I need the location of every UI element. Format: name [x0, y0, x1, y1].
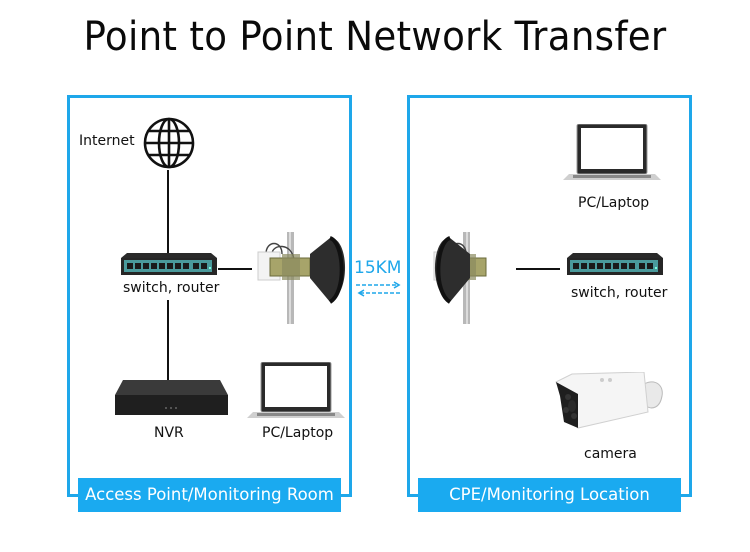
access-point-panel-label: Access Point/Monitoring Room — [78, 478, 341, 512]
camera-icon — [555, 372, 663, 429]
switch-router-icon — [121, 253, 217, 275]
laptop-label: PC/Laptop — [578, 195, 650, 211]
internet-label: Internet — [79, 133, 135, 149]
switch-nvr-link — [167, 300, 169, 380]
switch-router-label: switch, router — [123, 280, 220, 296]
dish-antenna-icon — [433, 232, 487, 324]
cpe-panel-label: CPE/Monitoring Location — [418, 478, 681, 512]
antenna-switch-link — [516, 268, 560, 270]
nvr-icon — [115, 380, 228, 415]
laptop-label: PC/Laptop — [262, 425, 334, 441]
camera-label: camera — [584, 446, 637, 462]
link-distance-label: 15KM — [354, 258, 402, 278]
laptop-icon — [247, 362, 345, 418]
switch-router-label: switch, router — [571, 285, 668, 301]
globe-icon — [143, 117, 195, 169]
switch-antenna-link — [218, 268, 252, 270]
bidirectional-arrow-icon — [356, 281, 402, 297]
dish-antenna-icon — [257, 232, 346, 324]
page-title: Point to Point Network Transfer — [83, 14, 667, 60]
nvr-label: NVR — [154, 425, 184, 441]
switch-router-icon — [567, 253, 663, 275]
internet-switch-link — [167, 170, 169, 253]
laptop-icon — [563, 124, 661, 180]
